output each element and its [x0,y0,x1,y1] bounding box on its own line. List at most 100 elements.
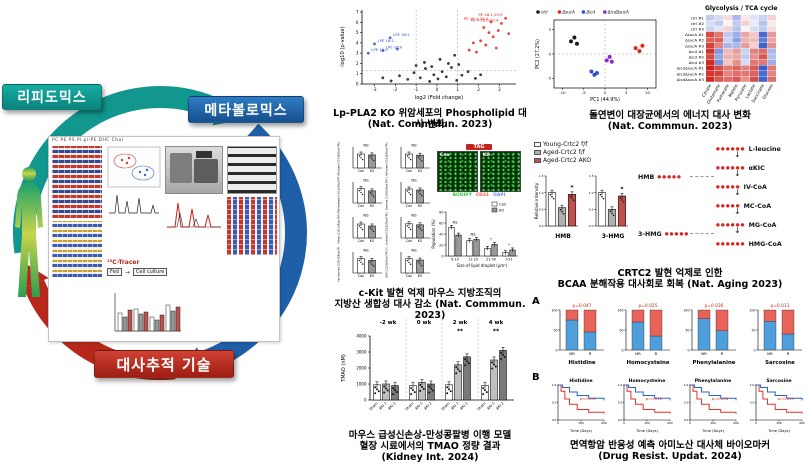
svg-text:0.5: 0.5 [684,401,689,405]
mass-spectrum-thumbnail [109,194,159,214]
svg-text:300: 300 [644,421,650,425]
fluorescence-image-con: Con [437,151,478,192]
svg-text:PC2 (27.2%): PC2 (27.2%) [535,39,541,69]
svg-text:AKI 1: AKI 1 [414,401,423,410]
svg-text:NS: NS [453,220,459,224]
svg-text:KO: KO [418,274,423,278]
svg-text:50: 50 [751,328,755,332]
svg-text:NR: NR [569,351,575,356]
svg-text:LPE 18:0: LPE 18:0 [386,45,403,50]
svg-text:40: 40 [439,232,443,236]
fluorescence-image-ko: KO [480,151,521,192]
svg-text:KO: KO [370,239,375,243]
svg-text:-5: -5 [582,90,586,95]
svg-text:-1: -1 [414,87,419,92]
svg-text:0: 0 [549,51,552,56]
svg-text:0.0: 0.0 [589,224,594,228]
svg-text:Sham: Sham [477,401,487,411]
svg-text:HMB: HMB [555,233,571,240]
tracing-technology-label: 대사추적 기술 [94,350,234,378]
svg-text:NR: NR [767,351,773,356]
method-collage: PC PE PS PI pl-PE DHC Chol ¹³C-Tracer [48,136,280,342]
caption-ecoli-line2: (Nat. Commmun. 2023) [607,121,733,132]
svg-text:Histidine: Histidine [569,378,592,384]
svg-text:3: 3 [356,51,359,56]
svg-text:4000: 4000 [356,334,367,339]
svg-text:Con: Con [406,204,412,208]
svg-text:AKI 2: AKI 2 [495,401,504,410]
svg-text:TMAO (nM): TMAO (nM) [341,354,347,383]
svg-text:PE P-18:0,20:4: PE P-18:0,20:4 [471,17,499,22]
svg-text:0: 0 [364,398,367,403]
svg-text:50: 50 [685,328,689,332]
svg-text:1.0: 1.0 [539,191,544,195]
svg-text:NR: NR [701,351,707,356]
mass-spectrometer-photo [165,146,223,194]
svg-text:KO: KO [418,169,423,173]
svg-text:Con: Con [406,274,412,278]
caption-tmao-line1: 마우스 급성신손상-만성콩팥병 이행 모델 [348,430,512,441]
svg-text:**: ** [493,328,500,335]
svg-text:Homocysteine: Homocysteine [629,378,666,384]
svg-text:AKI 2: AKI 2 [387,401,396,410]
svg-text:100: 100 [749,308,755,312]
caption-crtc2-line1: CRTC2 발현 억제로 인한 [617,268,723,279]
svg-text:-3: -3 [372,87,377,92]
caption-ckit-line2: 지방산 생합성 대사 감소 (Nat. Commmun. 2023) [334,299,526,321]
svg-text:100: 100 [683,308,689,312]
svg-text:0: 0 [356,82,359,87]
panel-b-label: B [532,372,540,383]
svg-text:NS: NS [363,248,369,253]
svg-text:*: * [508,243,510,247]
svg-text:Arachidonate (C20:4)/Total FFA: Arachidonate (C20:4)/Total FFA (%) [338,247,341,282]
metabolomics-heatmap-thumbnail [52,221,102,277]
svg-text:KO: KO [418,204,423,208]
western-blot-thumbnail [227,146,277,194]
svg-text:Myristate (C14:0)/Total FFA (%: Myristate (C14:0)/Total FFA (%) [338,142,341,176]
svg-text:21-50: 21-50 [486,258,496,262]
svg-text:600: 600 [667,421,673,425]
svg-text:4: 4 [356,40,359,45]
svg-text:ctrl #2: ctrl #2 [691,21,705,26]
svg-text:R: R [787,351,790,356]
svg-text:0: 0 [689,421,691,425]
svg-text:-2 wk: -2 wk [380,320,397,326]
svg-text:Glycolysis / TCA cycle: Glycolysis / TCA cycle [705,5,778,12]
svg-text:0: 0 [755,421,757,425]
svg-text:Time (Days): Time (Days) [701,429,724,433]
svg-text:3000: 3000 [356,350,367,355]
image-label-con: Con [440,153,450,158]
image-label-ko: KO [483,153,491,158]
svg-text:600: 600 [799,421,805,425]
svg-text:p=0.013: p=0.013 [770,303,789,309]
metabolomics-label: 메타볼로믹스 [188,96,304,123]
svg-text:p=0.004: p=0.004 [712,396,729,401]
svg-text:0: 0 [441,254,443,258]
svg-text:-10: -10 [559,90,566,95]
svg-text:300: 300 [776,421,782,425]
svg-text:1.0: 1.0 [750,383,755,387]
svg-text:Linoleate (C18:2)/Total FFA (%: Linoleate (C18:2)/Total FFA (%) [386,212,389,245]
svg-text:NR: NR [635,351,641,356]
caption-tmao-line3: (Kidney Int. 2024) [381,452,479,463]
lipidomics-label: 리피도믹스 [2,84,102,110]
bcaa-pathway-diagram: ●●●●●●L-leucine↓●●●●●●αKIC↓●●●●●IV-CoA↓●… [638,145,782,248]
svg-text:1.5: 1.5 [539,174,544,178]
svg-text:1.0: 1.0 [552,383,557,387]
svg-text:R: R [589,351,592,356]
svg-text:1.5: 1.5 [589,174,594,178]
svg-text:p=0.001: p=0.001 [580,396,597,401]
tracer-cell-box: Cell culture [132,268,168,276]
caption-crtc2-line2: BCAA 분해작용 대사회로 회복 (Nat. Aging 2023) [557,279,783,290]
svg-text:1.0: 1.0 [589,191,594,195]
svg-text:-2: -2 [393,87,398,92]
svg-text:NS: NS [411,143,417,148]
svg-text:6: 6 [356,20,359,25]
svg-text:Phenylalanine: Phenylalanine [693,360,736,366]
svg-text:Relative intensity: Relative intensity [534,182,539,219]
svg-text:1000: 1000 [356,382,367,387]
svg-text:LPE 16:0: LPE 16:0 [371,47,388,52]
